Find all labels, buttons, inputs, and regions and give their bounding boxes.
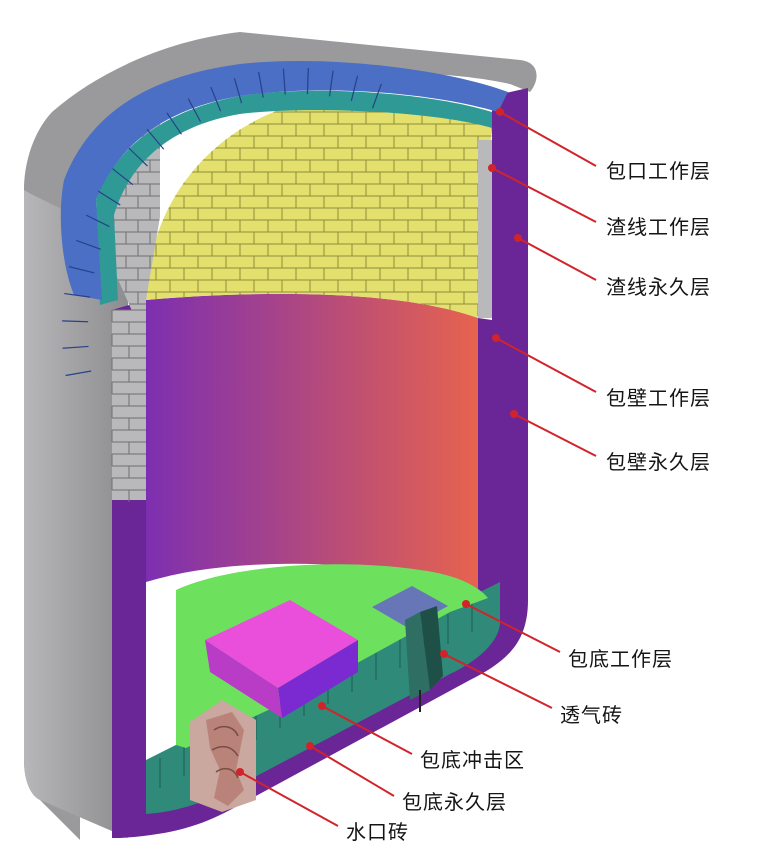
label-bottom-working-layer: 包底工作层	[568, 647, 673, 671]
nozzle-brick	[190, 700, 256, 812]
leader-line-mouth	[499, 111, 597, 167]
mouth-brick-joints	[62, 68, 382, 377]
leader-line-impact-zone	[321, 705, 413, 755]
label-slag-line-working-layer: 渣线工作层	[606, 215, 711, 239]
label-wall-permanent-layer: 包壁永久层	[606, 450, 711, 474]
leader-line-slag-working	[491, 167, 597, 223]
leader-lines	[239, 111, 597, 827]
bottom-impact-zone-block	[205, 600, 358, 718]
label-nozzle-brick: 水口砖	[346, 820, 409, 844]
leader-line-nozzle	[239, 771, 339, 827]
label-bottom-permanent-layer: 包底永久层	[402, 790, 507, 814]
leader-line-wall-permanent	[513, 413, 597, 457]
label-slag-line-permanent-layer: 渣线永久层	[606, 275, 711, 299]
left-wall-brick-joints	[111, 309, 146, 502]
right-cut-brick-column	[478, 140, 492, 318]
leader-line-bottom-working	[465, 603, 561, 653]
label-wall-working-layer: 包壁工作层	[606, 386, 711, 410]
leader-line-slag-permanent	[517, 237, 597, 281]
label-bottom-impact-zone: 包底冲击区	[420, 748, 525, 772]
leader-line-wall-working	[495, 337, 597, 393]
slag-line-ring	[96, 90, 492, 305]
wall-working-layer-face	[146, 293, 478, 600]
leader-line-porous-plug	[443, 653, 553, 709]
leader-line-bottom-permanent	[309, 745, 395, 797]
porous-plug-brick	[372, 586, 448, 712]
label-ladle-mouth-working-layer: 包口工作层	[606, 159, 711, 183]
label-porous-plug-brick: 透气砖	[560, 703, 623, 727]
leader-arrows	[236, 108, 522, 776]
ladle-mouth-brick-ring	[60, 60, 508, 300]
shell-outer-face	[24, 190, 128, 838]
